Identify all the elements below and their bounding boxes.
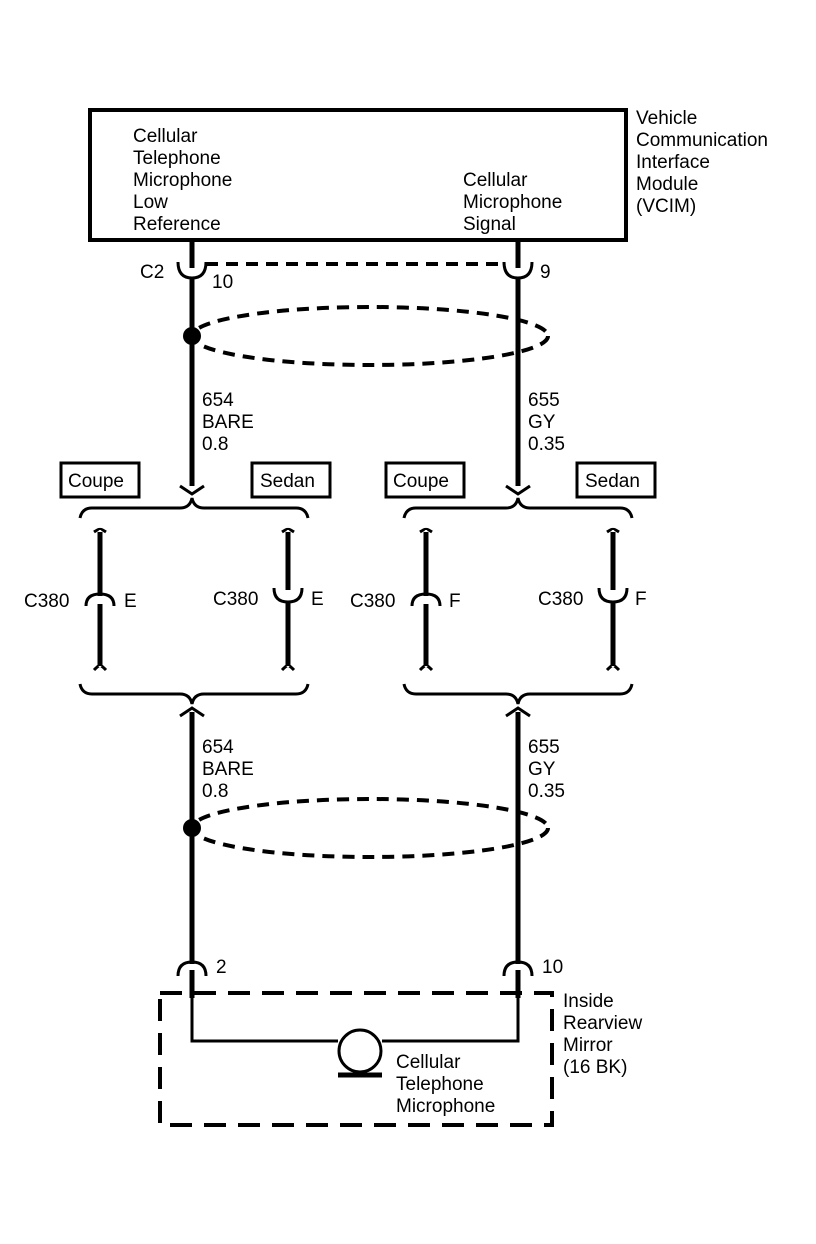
mirror-left-pin-symbol [176,960,208,977]
svg-text:Cellular: Cellular [396,1052,461,1073]
shield-drain-dot-lower [183,819,201,837]
shield-drain-dot-upper [183,327,201,345]
c380-f-coupe-label: C380 [350,591,395,612]
c380-e-sedan-symbol [272,587,304,604]
wire-654-lower-label: 654 BARE 0.8 [202,737,254,802]
svg-text:Telephone: Telephone [133,148,221,169]
svg-text:654: 654 [202,737,234,758]
svg-text:Reference: Reference [133,214,221,235]
variant-tag-sedan-right: Sedan [575,461,657,499]
svg-text:Communication: Communication [636,130,768,151]
variant-tag-sedan-left: Sedan [250,461,332,499]
mirror-internal-wire [190,996,338,1043]
c380-e-sedan-pin: E [311,589,324,610]
svg-text:0.35: 0.35 [528,434,565,455]
svg-text:Microphone: Microphone [133,170,232,191]
svg-text:BARE: BARE [202,412,254,433]
twisted-pair-shield-lower [190,797,550,859]
svg-text:Coupe: Coupe [68,471,124,492]
svg-text:Low: Low [133,192,168,213]
twisted-pair-shield-upper [190,305,550,367]
svg-text:GY: GY [528,759,556,780]
svg-text:655: 655 [528,737,560,758]
c380-f-coupe-symbol [410,592,442,607]
c380-f-sedan-symbol [597,587,629,604]
svg-text:654: 654 [202,390,234,411]
svg-text:Cellular: Cellular [133,126,198,147]
c380-e-coupe-label: C380 [24,591,69,612]
inside-rearview-mirror-box [158,991,554,1127]
split-brace-upper-left [78,497,310,519]
variant-tag-coupe-left: Coupe [59,461,141,499]
svg-text:0.8: 0.8 [202,434,228,455]
svg-text:Cellular: Cellular [463,170,528,191]
svg-text:Mirror: Mirror [563,1035,613,1056]
merge-brace-lower-right [402,683,634,705]
split-brace-upper-right [402,497,634,519]
microphone-component-label: Cellular Telephone Microphone [396,1052,495,1117]
merge-brace-lower-left [78,683,310,705]
svg-text:(16 BK): (16 BK) [563,1057,627,1078]
svg-text:Signal: Signal [463,214,516,235]
svg-text:Sedan: Sedan [585,471,640,492]
svg-text:Coupe: Coupe [393,471,449,492]
wire-655-lower-label: 655 GY 0.35 [528,737,565,802]
inside-rearview-mirror-label: Inside Rearview Mirror (16 BK) [563,991,642,1078]
svg-text:655: 655 [528,390,560,411]
svg-text:Inside: Inside [563,991,614,1012]
c380-e-coupe-symbol [84,592,116,607]
c380-f-sedan-pin: F [635,589,647,610]
svg-text:Microphone: Microphone [463,192,562,213]
c2-connector-label: C2 [140,262,164,283]
wire-655-upper-label: 655 GY 0.35 [528,390,565,455]
svg-text:Vehicle: Vehicle [636,108,697,129]
svg-text:BARE: BARE [202,759,254,780]
vcim-left-signal-label: Cellular Telephone Microphone Low Refere… [133,126,232,235]
c2-right-pin-number: 9 [540,262,551,283]
svg-text:Sedan: Sedan [260,471,315,492]
svg-text:GY: GY [528,412,556,433]
mirror-right-pin-symbol [502,960,534,977]
vcim-module-name: Vehicle Communication Interface Module (… [636,108,768,217]
c380-e-sedan-label: C380 [213,589,258,610]
c380-f-sedan-label: C380 [538,589,583,610]
svg-text:(VCIM): (VCIM) [636,196,696,217]
svg-text:Microphone: Microphone [396,1096,495,1117]
svg-text:Interface: Interface [636,152,710,173]
variant-tag-coupe-right: Coupe [384,461,466,499]
svg-text:Module: Module [636,174,698,195]
c380-e-coupe-pin: E [124,591,137,612]
svg-text:0.35: 0.35 [528,781,565,802]
svg-text:0.8: 0.8 [202,781,228,802]
mirror-right-pin-number: 10 [542,957,563,978]
vcim-right-signal-label: Cellular Microphone Signal [463,170,562,235]
vcim-module-box [88,108,628,242]
svg-text:Telephone: Telephone [396,1074,484,1095]
c380-f-coupe-pin: F [449,591,461,612]
microphone-symbol-icon [337,1028,383,1074]
svg-text:Rearview: Rearview [563,1013,642,1034]
mirror-left-pin-number: 2 [216,957,227,978]
wire-654-upper-label: 654 BARE 0.8 [202,390,254,455]
c2-left-pin-number: 10 [212,272,233,293]
